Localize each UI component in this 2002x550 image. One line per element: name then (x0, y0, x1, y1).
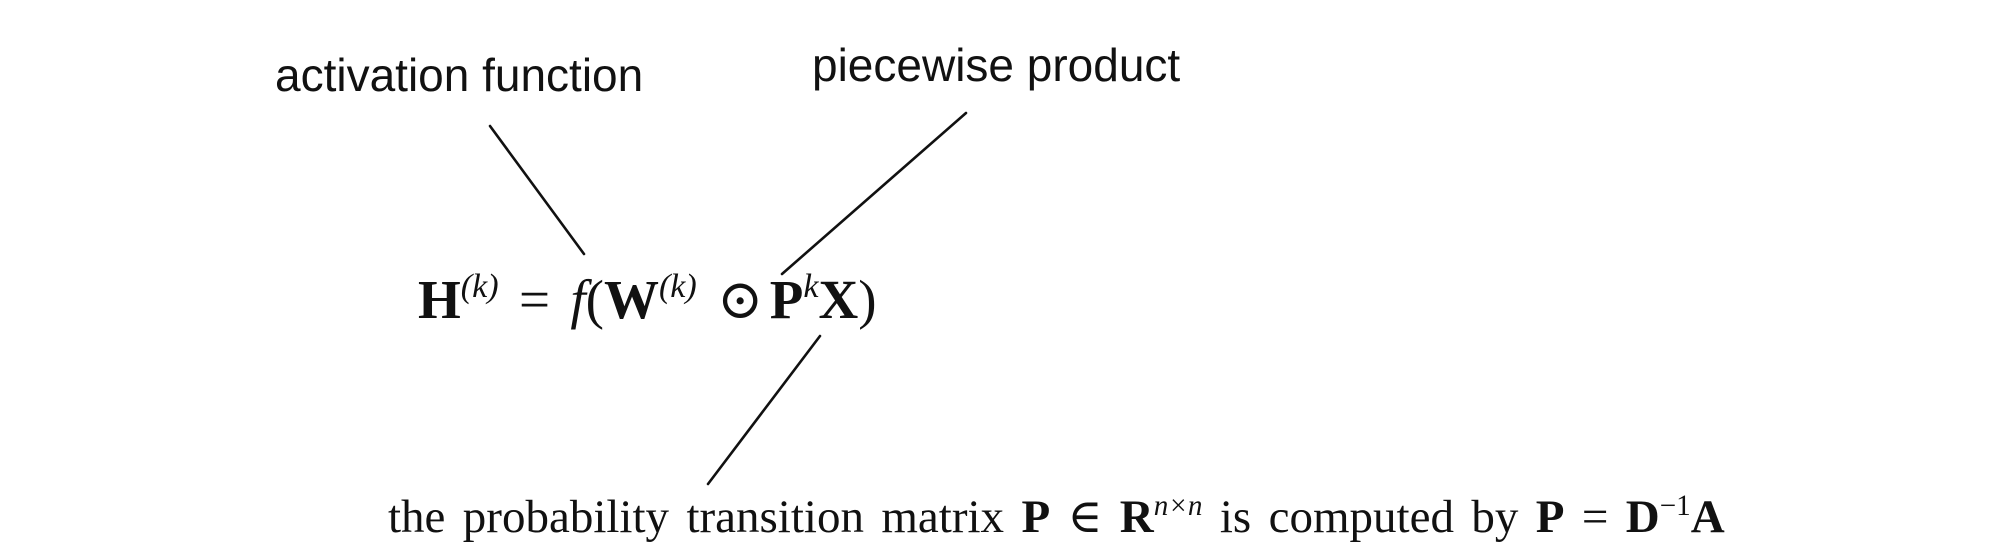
caption-degree-matrix: D (1625, 491, 1660, 543)
eq-odot-operator: ⊙ (717, 269, 764, 330)
activation-function-label: activation function (275, 49, 644, 101)
matrix-connector-line (706, 334, 822, 486)
eq-x-matrix: X (818, 269, 859, 330)
piecewise-connector-line (780, 111, 968, 276)
caption-dimension-superscript: n×n (1153, 489, 1203, 522)
eq-p-matrix: P (769, 269, 804, 330)
main-equation: H(k) = f(W(k) ⊙PkX) (418, 269, 877, 330)
caption-element-of: ∈ (1067, 491, 1103, 543)
eq-right-paren: ) (858, 269, 877, 330)
caption-p-matrix: P (1021, 491, 1051, 543)
eq-w-superscript: (k) (658, 267, 697, 305)
caption-prefix-text: the probability transition matrix (388, 491, 1005, 543)
transition-matrix-caption: the probability transition matrix P ∈ Rn… (388, 491, 1725, 543)
caption-p-matrix-2: P (1535, 491, 1565, 543)
caption-equals-sign: = (1581, 491, 1609, 543)
eq-equals-sign: = (518, 269, 550, 330)
activation-connector-line (488, 124, 586, 256)
eq-activation-f: f (570, 269, 586, 330)
eq-left-paren: ( (585, 269, 604, 330)
piecewise-product-label: piecewise product (812, 39, 1181, 91)
caption-inverse-superscript: −1 (1659, 489, 1691, 522)
eq-w-matrix: W (603, 269, 659, 330)
caption-real-space: R (1119, 491, 1154, 543)
eq-p-superscript: k (803, 267, 819, 305)
eq-h-superscript: (k) (460, 267, 499, 305)
caption-adjacency-matrix: A (1690, 491, 1725, 543)
eq-h-matrix: H (418, 269, 461, 330)
caption-middle-text: is computed by (1219, 491, 1519, 543)
